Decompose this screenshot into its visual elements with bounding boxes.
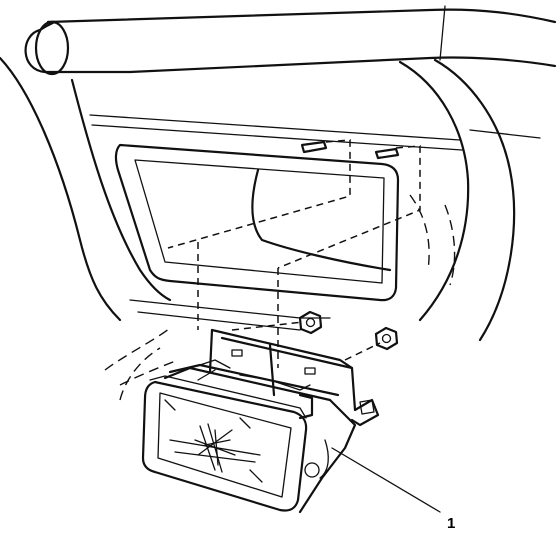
bumper-fascia [0, 56, 541, 342]
alignment-lines [167, 139, 421, 368]
fog-lamp-opening [114, 143, 456, 331]
lamp-housing [163, 359, 357, 514]
lower-fascia-outline [104, 327, 179, 401]
mounting-bracket [208, 328, 380, 427]
callout-leader-line [331, 447, 441, 513]
lamp-lens [141, 375, 308, 512]
nut-left [298, 310, 323, 335]
nut-right [374, 326, 399, 351]
mounting-slots [300, 140, 400, 160]
bumper-bar [24, 5, 557, 76]
retaining-nuts [298, 310, 399, 351]
fog-lamp-assembly [141, 328, 380, 514]
callout-label-1: 1 [447, 515, 455, 532]
